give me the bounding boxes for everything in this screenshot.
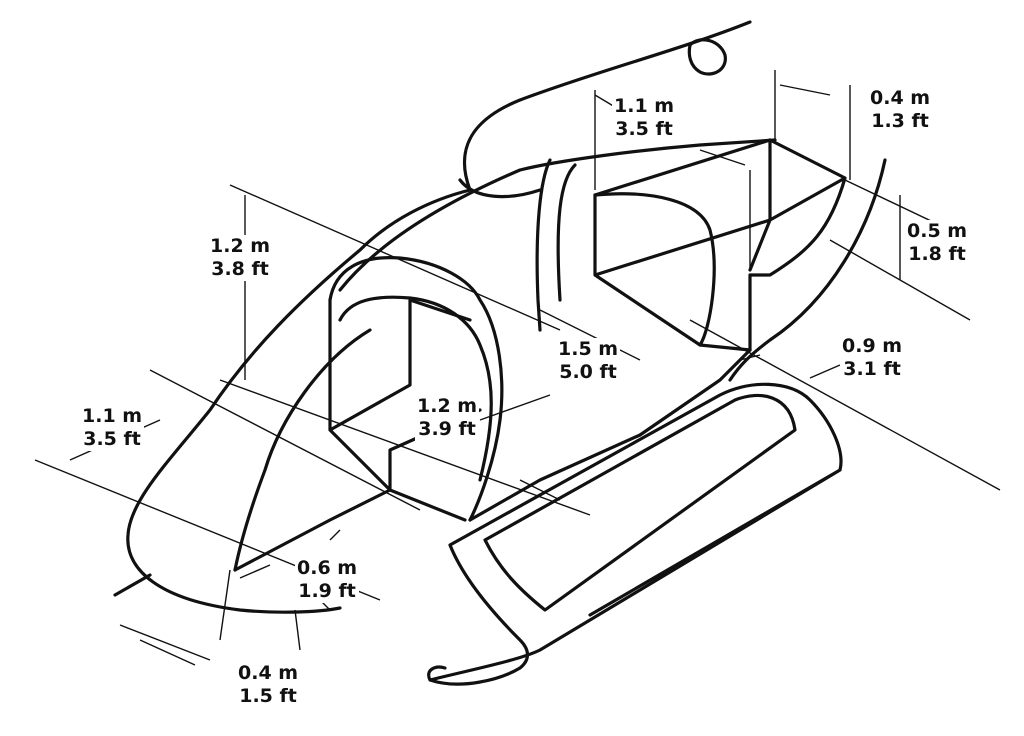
center-post-inner: [556, 163, 577, 302]
metric-value: 0.4 m: [238, 662, 299, 684]
imperial-value: 3.5 ft: [83, 428, 141, 450]
metric-value: 0.9 m: [842, 335, 903, 357]
front-door-frame: [328, 256, 504, 522]
rotor-hub: [687, 38, 727, 76]
imperial-value: 3.5 ft: [615, 118, 673, 140]
rear-door-frame: [593, 192, 716, 347]
dimension-lines: [34, 70, 1001, 666]
front-seat-box: [328, 298, 482, 522]
canopy-frame: [338, 138, 777, 292]
pitot-tube: [113, 573, 152, 597]
canopy-bulge: [458, 178, 542, 199]
skid-panel: [483, 393, 797, 612]
metric-value: 0.4 m: [870, 87, 931, 109]
skid-tube: [427, 382, 843, 686]
imperial-value: 1.8 ft: [908, 243, 966, 265]
metric-value: 1.5 m: [558, 338, 619, 360]
imperial-value: 1.9 ft: [298, 580, 356, 602]
imperial-value: 3.1 ft: [843, 358, 901, 380]
metric-value: 0.6 m: [297, 557, 358, 579]
tail-boom-top: [462, 20, 752, 192]
imperial-value: 5.0 ft: [559, 361, 617, 383]
imperial-value: 3.9 ft: [418, 418, 476, 440]
rear-baggage-box: [593, 138, 847, 352]
metric-value: 1.1 m: [614, 95, 675, 117]
imperial-value: 1.5 ft: [239, 685, 297, 707]
front-windshield: [233, 328, 372, 572]
front-door-inner: [338, 295, 493, 482]
center-post: [535, 158, 552, 332]
metric-value: 0.5 m: [907, 220, 968, 242]
metric-value: 1.2 m: [417, 395, 478, 417]
imperial-value: 1.3 ft: [871, 110, 929, 132]
imperial-value: 3.8 ft: [211, 258, 269, 280]
metric-value: 1.2 m: [210, 235, 271, 257]
metric-value: 1.1 m: [82, 405, 143, 427]
tail-curve: [728, 158, 887, 382]
